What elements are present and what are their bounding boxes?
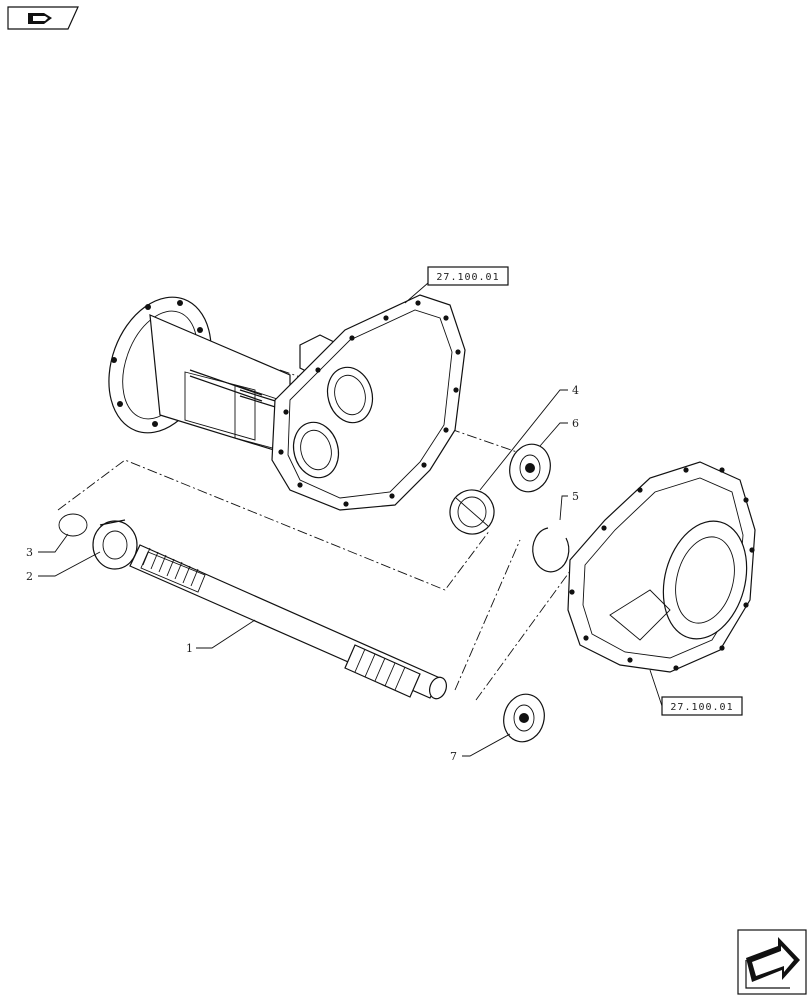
callout-5[interactable]: 5 xyxy=(559,490,579,521)
callout-label-1: 1 xyxy=(186,642,193,655)
seal-4 xyxy=(449,489,495,535)
callout-4[interactable]: 4 xyxy=(479,384,579,491)
callout-label-5: 5 xyxy=(572,490,579,503)
side-cover xyxy=(567,461,756,673)
reference-box-right[interactable]: 27.100.01 xyxy=(649,669,743,716)
callout-label-2: 2 xyxy=(26,570,33,583)
reference-label-top: 27.100.01 xyxy=(436,272,499,283)
bearing-2 xyxy=(92,519,138,570)
callout-7[interactable]: 7 xyxy=(450,733,511,763)
callout-label-4: 4 xyxy=(572,384,579,397)
reference-label-right: 27.100.01 xyxy=(670,702,733,713)
back-nav-button[interactable] xyxy=(7,6,79,30)
axle-housing xyxy=(108,294,466,511)
callout-2[interactable]: 2 xyxy=(26,551,101,583)
callout-label-6: 6 xyxy=(572,417,579,430)
bearing-7 xyxy=(503,693,545,743)
snap-ring-5 xyxy=(532,527,570,573)
snap-ring-3 xyxy=(58,513,88,537)
bearing-6 xyxy=(509,443,551,493)
callout-label-7: 7 xyxy=(450,750,457,763)
shaft xyxy=(129,544,448,700)
arrow-forward-icon xyxy=(745,937,800,989)
callout-6[interactable]: 6 xyxy=(539,417,579,447)
callout-3[interactable]: 3 xyxy=(26,533,69,559)
callout-1[interactable]: 1 xyxy=(186,619,256,655)
forward-nav-button[interactable] xyxy=(737,929,807,995)
callout-label-3: 3 xyxy=(26,546,33,559)
reference-box-top[interactable]: 27.100.01 xyxy=(404,266,509,304)
hand-pointing-back-icon xyxy=(28,13,52,24)
